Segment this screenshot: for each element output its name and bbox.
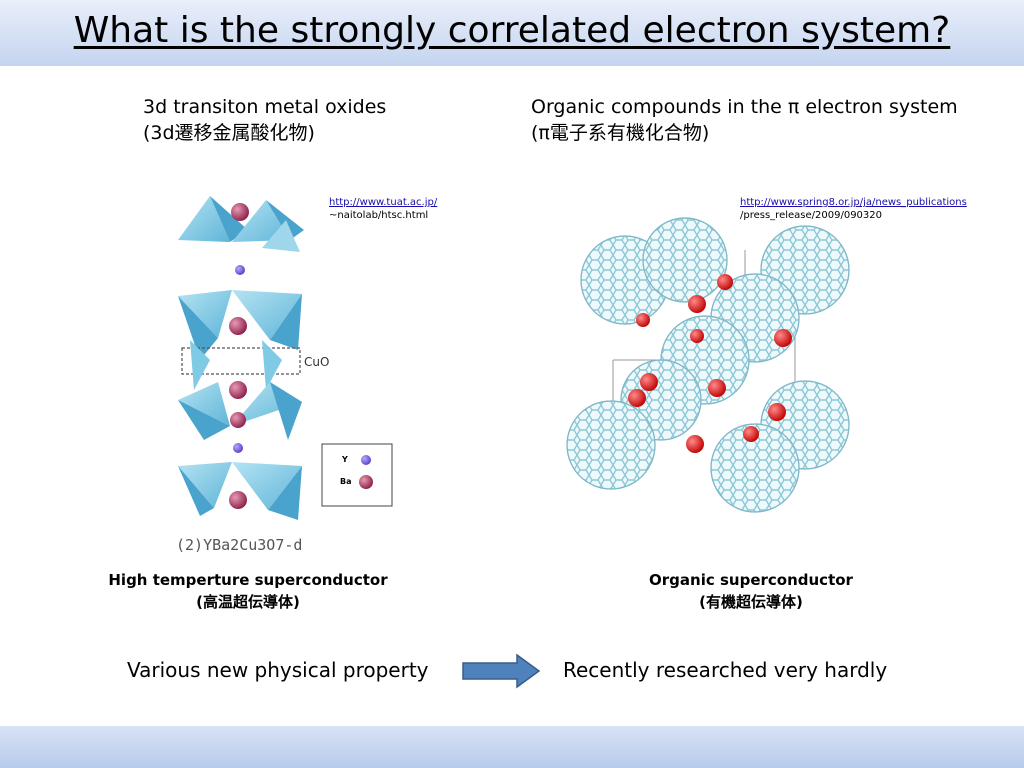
figure-formula: (2)YBa2Cu3O7-d — [176, 536, 302, 554]
left-source-link[interactable]: http://www.tuat.ac.jp/ — [329, 197, 438, 208]
left-caption: High temperture superconductor (高温超伝導体) — [98, 569, 398, 613]
left-heading-line1: 3d transiton metal oxides — [143, 96, 387, 118]
right-heading-line1: Organic compounds in the π electron syst… — [531, 96, 958, 118]
left-heading: 3d transiton metal oxides (3d遷移金属酸化物) — [143, 94, 386, 146]
left-source-path: ~naitolab/htsc.html — [329, 210, 429, 221]
right-source: http://www.spring8.or.jp/ja/news_publica… — [740, 196, 967, 222]
bottom-right-text: Recently researched very hardly — [563, 658, 888, 682]
title-band — [0, 0, 1024, 66]
left-caption-line2: (高温超伝導体) — [196, 593, 300, 611]
left-heading-line2: (3d遷移金属酸化物) — [143, 122, 315, 144]
right-source-path: /press_release/2009/090320 — [740, 210, 883, 221]
fullerene-crystal-figure — [566, 217, 850, 513]
ybco-structure-figure: CuO Y Ba (2)YBa2Cu3O7-d — [176, 196, 393, 554]
cuo-label: CuO — [304, 355, 329, 369]
right-caption-line1: Organic superconductor — [649, 571, 853, 589]
right-caption-line2: (有機超伝導体) — [699, 593, 803, 611]
bottom-left-text: Various new physical property — [127, 658, 429, 682]
right-caption: Organic superconductor (有機超伝導体) — [611, 569, 891, 613]
right-source-link[interactable]: http://www.spring8.or.jp/ja/news_publica… — [740, 197, 967, 208]
left-source: http://www.tuat.ac.jp/ ~naitolab/htsc.ht… — [329, 196, 437, 222]
right-heading: Organic compounds in the π electron syst… — [531, 94, 958, 146]
footer-band — [0, 726, 1024, 768]
left-caption-line1: High temperture superconductor — [108, 571, 388, 589]
legend-y-label: Y — [341, 455, 348, 464]
right-heading-line2: (π電子系有機化合物) — [531, 122, 710, 144]
legend-ba-label: Ba — [340, 477, 352, 486]
slide-title: What is the strongly correlated electron… — [73, 10, 951, 51]
right-arrow-icon — [462, 653, 541, 689]
